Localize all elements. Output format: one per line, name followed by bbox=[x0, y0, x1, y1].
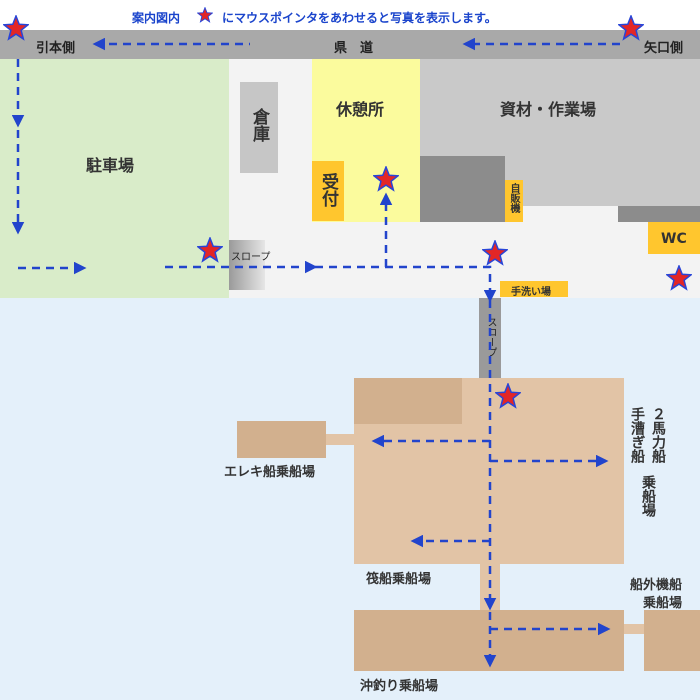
vending-label: 自販機 bbox=[508, 183, 519, 213]
outboard-boat-label-2: 乗船場 bbox=[643, 596, 683, 611]
storage-label: 倉庫 bbox=[249, 108, 269, 142]
electric-boat-bridge bbox=[326, 434, 354, 445]
electric-boat-label: エレキ船乗船場 bbox=[224, 465, 316, 480]
photo-star-icon-hikimoto[interactable] bbox=[3, 15, 29, 41]
reception-sign bbox=[312, 161, 344, 221]
parking-area bbox=[0, 59, 229, 298]
handwash-sign bbox=[500, 281, 568, 297]
pier-connector bbox=[480, 564, 500, 610]
photo-star-icon-handwash[interactable] bbox=[482, 240, 508, 266]
slope-horizontal bbox=[229, 240, 265, 290]
vending-machine bbox=[505, 180, 523, 222]
outboard-bridge bbox=[624, 624, 644, 634]
hand-row-boat-label: 手漕ぎ船 bbox=[629, 407, 645, 463]
slope-vertical-label: スロープ bbox=[485, 317, 496, 357]
instruction-text-after: にマウスポインタをあわせると写真を表示します。 bbox=[222, 11, 497, 25]
materials-label: 資材・作業場 bbox=[500, 100, 597, 119]
instruction-text-before: 案内図内 bbox=[132, 11, 181, 25]
photo-star-icon-yaguchi[interactable] bbox=[618, 15, 644, 41]
photo-star-icon-slope[interactable] bbox=[197, 237, 223, 263]
instruction-bar: 案内図内 にマウスポインタをあわせると写真を表示します。 bbox=[0, 0, 700, 30]
two-boats-boarding-label: 乗船場 bbox=[640, 475, 656, 517]
rest-area-label: 休憩所 bbox=[336, 100, 385, 119]
wc-label: WC bbox=[661, 231, 687, 247]
road-label-yaguchi: 矢口側 bbox=[644, 41, 684, 56]
offshore-fishing-label: 沖釣り乗船場 bbox=[360, 679, 439, 694]
outboard-boat-pier bbox=[644, 610, 700, 671]
main-pier-upper bbox=[354, 378, 462, 424]
electric-boat-pier bbox=[237, 421, 326, 458]
building-gray-right bbox=[618, 206, 700, 222]
parking-label: 駐車場 bbox=[86, 156, 135, 175]
legend-star-icon bbox=[196, 6, 214, 23]
photo-star-icon-reception[interactable] bbox=[373, 166, 399, 192]
materials-work-area bbox=[420, 59, 700, 156]
photo-star-icon-wc[interactable] bbox=[666, 265, 692, 291]
storage-building bbox=[240, 82, 278, 173]
road-label-hikimoto: 引本側 bbox=[36, 41, 76, 56]
materials-work-area-lower bbox=[505, 156, 700, 206]
slope-horizontal-label: スロープ bbox=[231, 252, 271, 263]
two-hp-boat-label: ２馬力船 bbox=[650, 407, 666, 463]
reception-label: 受付 bbox=[318, 173, 338, 207]
handwash-label: 手洗い場 bbox=[511, 287, 551, 298]
wc-sign bbox=[648, 222, 700, 254]
building-gray-left bbox=[420, 156, 505, 222]
road-label-prefectural: 県 道 bbox=[334, 41, 374, 56]
photo-star-icon-pier[interactable] bbox=[495, 383, 521, 409]
offshore-fishing-pier bbox=[354, 610, 624, 671]
outboard-boat-label-1: 船外機船 bbox=[630, 578, 683, 593]
raft-boat-label: 筏船乗船場 bbox=[366, 572, 432, 587]
